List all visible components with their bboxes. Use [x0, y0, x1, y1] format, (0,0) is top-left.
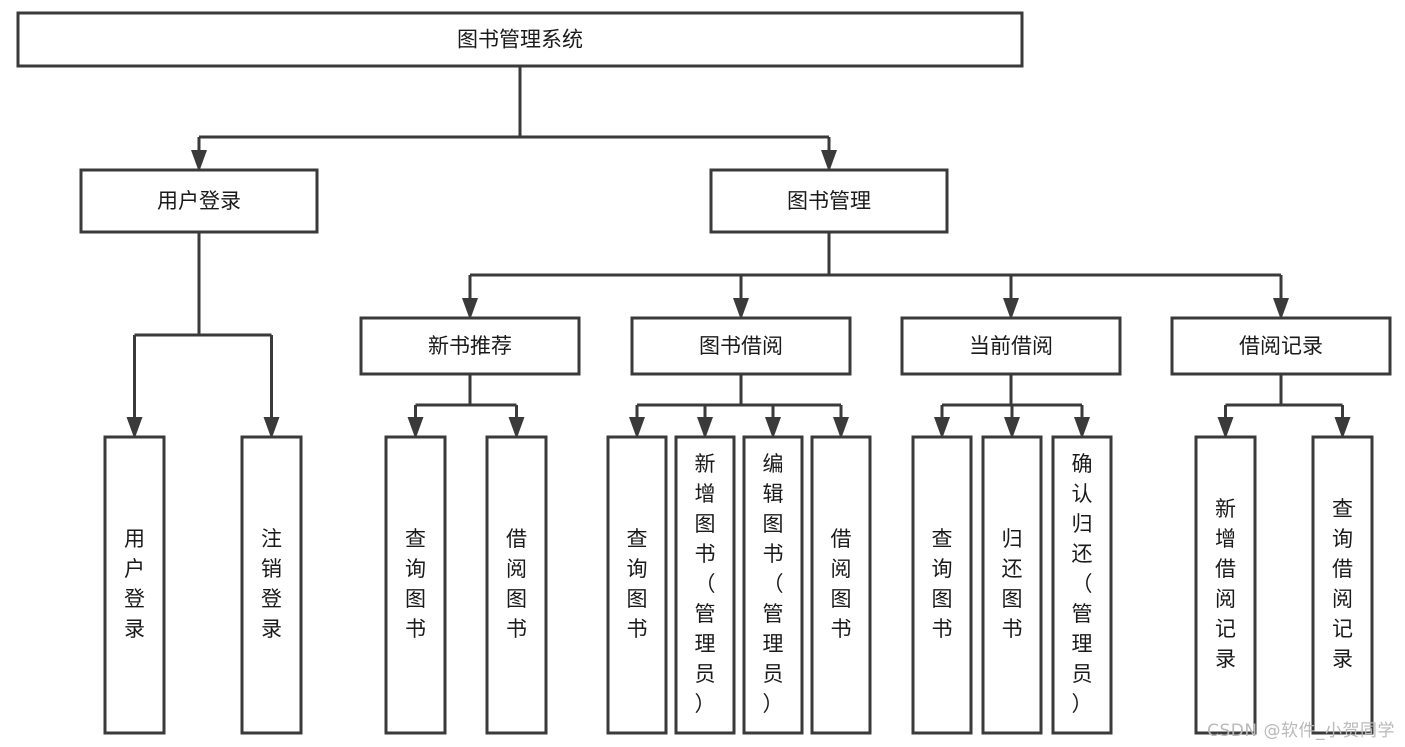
node-box-new-book-recommend[interactable]: [359, 316, 581, 376]
node-leaf-add-book[interactable]: 新增图书（管理员）: [674, 435, 736, 735]
node-current-borrow[interactable]: 当前借阅: [900, 316, 1122, 376]
arrowhead-icon-new-book-recommend: [462, 298, 478, 320]
node-box-user-login[interactable]: [79, 168, 319, 234]
node-box-borrow-record[interactable]: [1170, 316, 1392, 376]
node-user-login[interactable]: 用户登录: [79, 168, 319, 234]
connector-layer: [126, 66, 1351, 439]
arrowhead-icon-leaf-query-book-2: [629, 417, 645, 439]
node-label-root: 图书管理系统: [457, 28, 583, 52]
node-label-current-borrow: 当前借阅: [969, 334, 1053, 358]
node-new-book-recommend[interactable]: 新书推荐: [359, 316, 581, 376]
node-box-book-borrow[interactable]: [630, 316, 852, 376]
node-box-leaf-add-record[interactable]: [1194, 435, 1257, 735]
node-label-leaf-logout: 注销登录: [261, 527, 282, 641]
node-box-leaf-query-book-1[interactable]: [384, 435, 447, 735]
node-label-leaf-query-book-2: 查询图书: [627, 527, 648, 641]
node-box-leaf-user-login[interactable]: [103, 435, 166, 735]
node-box-leaf-edit-book[interactable]: [742, 435, 804, 735]
node-box-leaf-query-record[interactable]: [1311, 435, 1374, 735]
node-leaf-borrow-book-2[interactable]: 借阅图书: [810, 435, 872, 735]
node-leaf-logout[interactable]: 注销登录: [240, 435, 303, 735]
arrowhead-icon-borrow-record: [1273, 298, 1289, 320]
node-borrow-record[interactable]: 借阅记录: [1170, 316, 1392, 376]
arrowhead-icon-leaf-add-record: [1217, 417, 1234, 439]
arrowhead-icon-book-borrow: [733, 298, 749, 320]
node-box-leaf-query-book-2[interactable]: [606, 435, 668, 735]
node-book-manage[interactable]: 图书管理: [709, 168, 949, 234]
node-label-leaf-borrow-book-2: 借阅图书: [831, 527, 852, 641]
node-label-book-manage: 图书管理: [787, 189, 871, 213]
node-leaf-query-record[interactable]: 查询借阅记录: [1311, 435, 1374, 735]
node-label-leaf-edit-book: 编辑图书（管理员）: [763, 452, 784, 716]
arrowhead-icon-leaf-query-book-1: [407, 417, 424, 439]
arrowhead-icon-user-login: [191, 150, 207, 172]
node-label-leaf-add-record: 新增借阅记录: [1215, 497, 1236, 671]
node-leaf-return-book[interactable]: 归还图书: [981, 435, 1043, 735]
node-label-borrow-record: 借阅记录: [1239, 334, 1323, 358]
arrowhead-icon-leaf-query-book-3: [934, 417, 950, 439]
node-leaf-borrow-book-1[interactable]: 借阅图书: [485, 435, 548, 735]
node-box-leaf-logout[interactable]: [240, 435, 303, 735]
node-label-leaf-borrow-book-1: 借阅图书: [506, 527, 527, 641]
node-box-leaf-borrow-book-1[interactable]: [485, 435, 548, 735]
node-book-borrow[interactable]: 图书借阅: [630, 316, 852, 376]
arrowhead-icon-leaf-query-record: [1334, 417, 1351, 439]
node-box-leaf-confirm-return[interactable]: [1051, 435, 1113, 735]
node-leaf-query-book-3[interactable]: 查询图书: [911, 435, 973, 735]
node-box-leaf-query-book-3[interactable]: [911, 435, 973, 735]
node-label-book-borrow: 图书借阅: [699, 334, 783, 358]
arrowhead-icon-book-manage: [821, 150, 837, 172]
arrowhead-icon-leaf-return-book: [1004, 417, 1020, 439]
node-leaf-query-book-1[interactable]: 查询图书: [384, 435, 447, 735]
node-leaf-confirm-return[interactable]: 确认归还（管理员）: [1051, 435, 1113, 735]
node-label-leaf-add-book: 新增图书（管理员）: [695, 452, 716, 716]
arrowhead-icon-leaf-logout: [263, 417, 280, 439]
arrowhead-icon-leaf-edit-book: [765, 417, 781, 439]
node-leaf-add-record[interactable]: 新增借阅记录: [1194, 435, 1257, 735]
node-leaf-query-book-2[interactable]: 查询图书: [606, 435, 668, 735]
node-label-leaf-query-record: 查询借阅记录: [1332, 497, 1353, 671]
node-box-leaf-return-book[interactable]: [981, 435, 1043, 735]
node-box-book-manage[interactable]: [709, 168, 949, 234]
node-label-leaf-query-book-1: 查询图书: [405, 527, 426, 641]
arrowhead-icon-leaf-borrow-book-1: [508, 417, 525, 439]
arrowhead-icon-leaf-confirm-return: [1074, 417, 1090, 439]
arrowhead-icon-leaf-add-book: [697, 417, 713, 439]
watermark-label: CSDN @软件_小贺同学: [1207, 721, 1395, 741]
node-layer: 图书管理系统用户登录图书管理新书推荐图书借阅当前借阅借阅记录用户登录注销登录查询…: [16, 11, 1392, 735]
node-leaf-edit-book[interactable]: 编辑图书（管理员）: [742, 435, 804, 735]
node-leaf-user-login[interactable]: 用户登录: [103, 435, 166, 735]
arrowhead-icon-current-borrow: [1003, 298, 1019, 320]
node-label-leaf-user-login: 用户登录: [124, 527, 145, 641]
arrowhead-icon-leaf-borrow-book-2: [833, 417, 849, 439]
node-root[interactable]: 图书管理系统: [16, 11, 1024, 68]
node-box-leaf-add-book[interactable]: [674, 435, 736, 735]
arrowhead-icon-leaf-user-login: [126, 417, 143, 439]
node-label-leaf-return-book: 归还图书: [1002, 527, 1023, 641]
node-label-leaf-confirm-return: 确认归还（管理员）: [1072, 452, 1093, 716]
node-box-leaf-borrow-book-2[interactable]: [810, 435, 872, 735]
node-label-new-book-recommend: 新书推荐: [428, 334, 512, 358]
node-label-user-login: 用户登录: [157, 189, 241, 213]
node-label-leaf-query-book-3: 查询图书: [932, 527, 953, 641]
node-box-root[interactable]: [16, 11, 1024, 68]
node-box-current-borrow[interactable]: [900, 316, 1122, 376]
